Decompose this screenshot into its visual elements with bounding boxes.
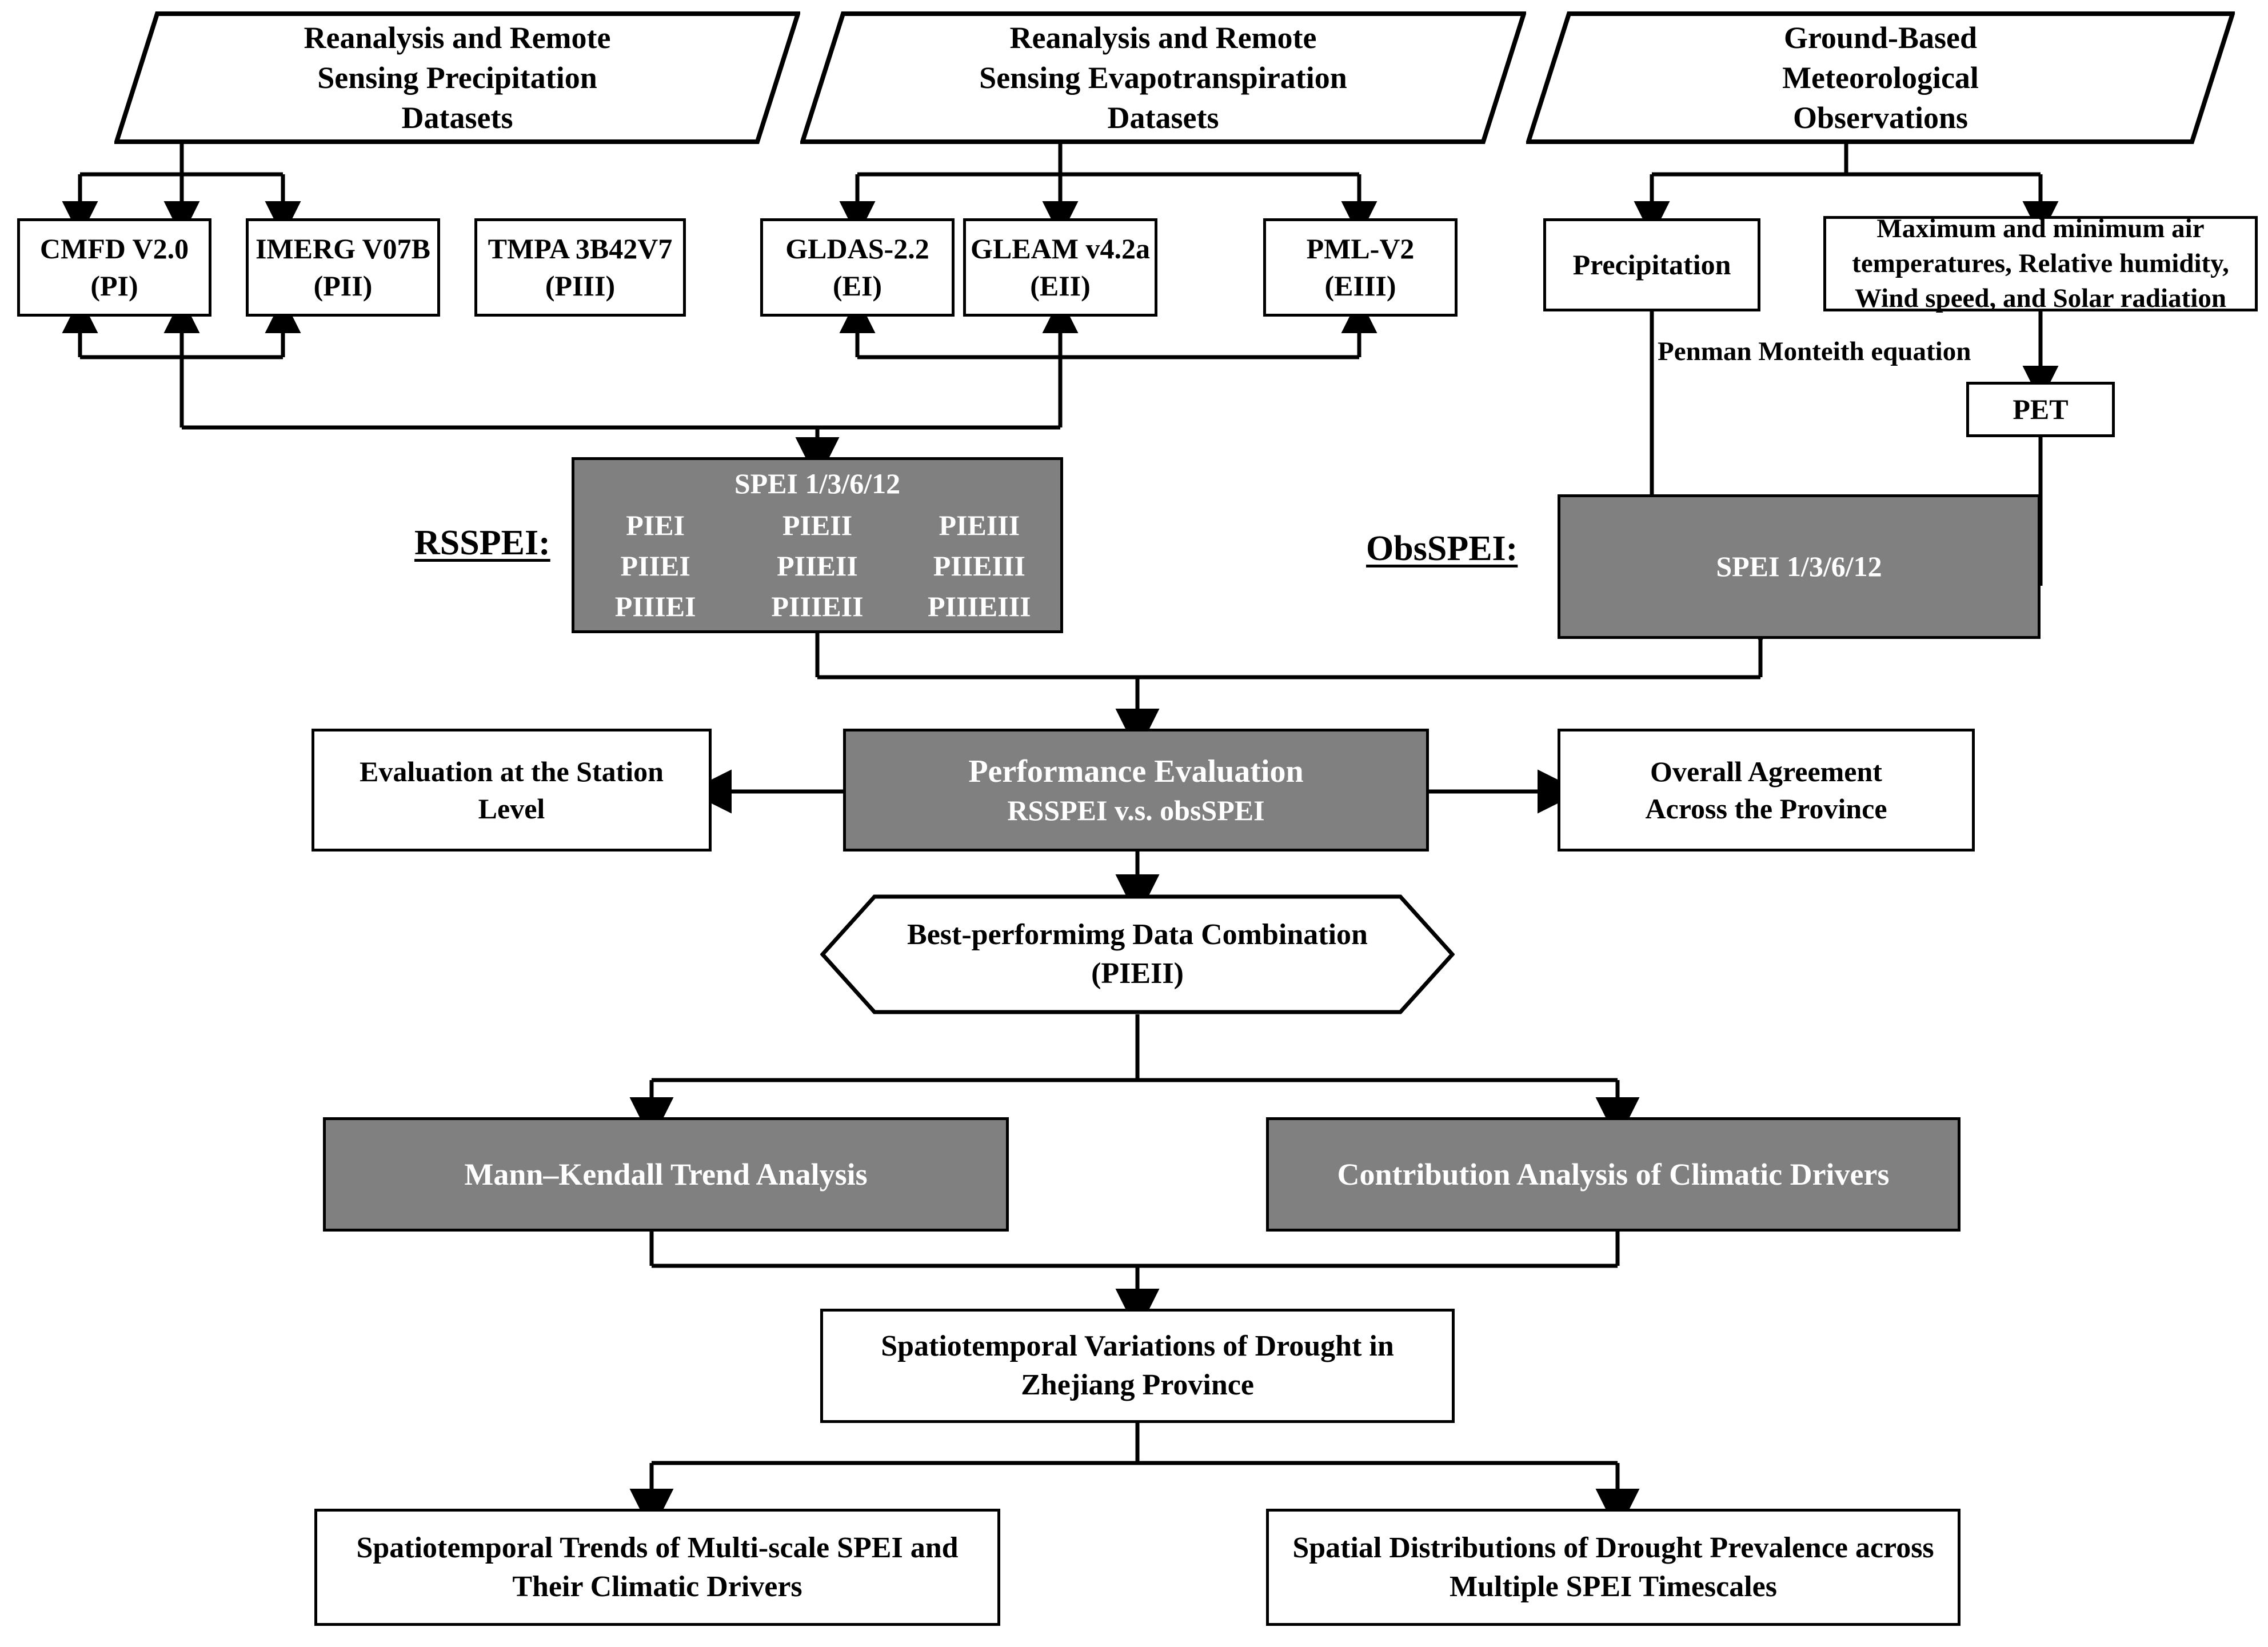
- contribution-analysis-box: Contribution Analysis of Climatic Driver…: [1266, 1117, 1960, 1232]
- product-box-cmfd: CMFD V2.0 (PI): [17, 218, 211, 317]
- mann-kendall-label: Mann–Kendall Trend Analysis: [464, 1157, 868, 1192]
- obsspei-side-label: ObsSPEI:: [1366, 529, 1518, 568]
- product-name-pml: PML-V2: [1306, 233, 1415, 265]
- rsspei-combination: PIIIEII: [771, 590, 864, 622]
- rsspei-combination: PIIEI: [620, 550, 690, 582]
- spatiotemporal-variations-box: Spatiotemporal Variations of Drought in …: [820, 1309, 1455, 1423]
- best-combination-line2: (PIEII): [1091, 957, 1184, 990]
- product-box-gldas: GLDAS-2.2 (EI): [760, 218, 955, 317]
- ground-met-variables-box: Maximum and minimum air temperatures, Re…: [1823, 214, 2258, 313]
- rsspei-side-label-wrap: RSSPEI:: [414, 523, 550, 563]
- product-name-imerg: IMERG V07B: [255, 233, 431, 265]
- evaluation-station-level-box: Evaluation at the Station Level: [312, 729, 712, 852]
- product-box-imerg: IMERG V07B (PII): [246, 218, 440, 317]
- performance-evaluation-line2: RSSPEI v.s. obsSPEI: [1007, 794, 1265, 827]
- source-precipitation-label: Reanalysis and Remote Sensing Precipitat…: [304, 20, 611, 135]
- source-ground-label: Ground-Based Meteorological Observations: [1782, 20, 1979, 135]
- product-box-tmpa: TMPA 3B42V7 (PIII): [474, 218, 686, 317]
- product-code-gldas: (EI): [832, 270, 883, 302]
- product-box-gleam: GLEAM v4.2a (EII): [963, 218, 1157, 317]
- product-code-tmpa: (PIII): [545, 270, 616, 302]
- ground-precipitation-label: Precipitation: [1572, 249, 1731, 281]
- source-evapotranspiration-label: Reanalysis and Remote Sensing Evapotrans…: [979, 20, 1347, 135]
- rsspei-combination: PIIEII: [777, 550, 858, 582]
- rsspei-combination: PIEIII: [939, 509, 1020, 541]
- ground-met-variables-label: Maximum and minimum air temperatures, Re…: [1852, 213, 2229, 314]
- obsspei-box: SPEI 1/3/6/12: [1558, 494, 2041, 639]
- rsspei-combination-grid: PIEI PIEII PIEIII PIIEI PIIEII PIIEIII P…: [574, 507, 1060, 625]
- best-combination-text: Best-performimg Data Combination (PIEII): [820, 916, 1455, 993]
- penman-monteith-label-wrap: Penman Monteith equation: [1658, 334, 2092, 369]
- source-precipitation-datasets: Reanalysis and Remote Sensing Precipitat…: [114, 11, 800, 144]
- overall-agreement-label: Overall Agreement Across the Province: [1645, 755, 1887, 825]
- evaluation-station-level-label: Evaluation at the Station Level: [359, 755, 664, 825]
- spatiotemporal-variations-label: Spatiotemporal Variations of Drought in …: [881, 1330, 1394, 1401]
- source-ground-observations: Ground-Based Meteorological Observations: [1526, 11, 2235, 144]
- product-box-pml: PML-V2 (EIII): [1263, 218, 1458, 317]
- performance-evaluation-line1: Performance Evaluation: [968, 753, 1304, 789]
- rsspei-header: SPEI 1/3/6/12: [734, 467, 901, 499]
- rsspei-side-label: RSSPEI:: [414, 523, 550, 562]
- drought-prevalence-label: Spatial Distributions of Drought Prevale…: [1292, 1531, 1934, 1603]
- product-name-gldas: GLDAS-2.2: [785, 233, 929, 265]
- spei-trends-drivers-label: Spatiotemporal Trends of Multi-scale SPE…: [356, 1531, 959, 1603]
- source-evapotranspiration-datasets: Reanalysis and Remote Sensing Evapotrans…: [800, 11, 1526, 144]
- obsspei-header: SPEI 1/3/6/12: [1716, 550, 1882, 582]
- product-name-gleam: GLEAM v4.2a: [971, 233, 1150, 265]
- rsspei-combination: PIEI: [626, 509, 685, 541]
- product-code-cmfd: (PI): [90, 270, 138, 302]
- contribution-analysis-label: Contribution Analysis of Climatic Driver…: [1337, 1157, 1890, 1192]
- pet-label: PET: [2013, 393, 2069, 425]
- product-code-imerg: (PII): [313, 270, 373, 302]
- product-name-cmfd: CMFD V2.0: [39, 233, 189, 265]
- parallelogram-shape: [1526, 11, 2235, 144]
- rsspei-combination: PIEII: [782, 509, 853, 541]
- drought-prevalence-box: Spatial Distributions of Drought Prevale…: [1266, 1509, 1960, 1626]
- spei-trends-drivers-box: Spatiotemporal Trends of Multi-scale SPE…: [314, 1509, 1000, 1626]
- rsspei-combination: PIIIEIII: [928, 590, 1031, 622]
- ground-precipitation-box: Precipitation: [1543, 218, 1760, 311]
- product-name-tmpa: TMPA 3B42V7: [488, 233, 673, 265]
- rsspei-combination: PIIIEI: [614, 590, 696, 622]
- parallelogram-shape: [114, 11, 800, 144]
- best-combination-hexagon: Best-performimg Data Combination (PIEII): [820, 894, 1455, 1014]
- performance-evaluation-box: Performance Evaluation RSSPEI v.s. obsSP…: [843, 729, 1429, 852]
- obsspei-side-label-wrap: ObsSPEI:: [1366, 529, 1518, 569]
- product-code-gleam: (EII): [1030, 270, 1091, 302]
- penman-monteith-equation-label: Penman Monteith equation: [1658, 337, 1971, 366]
- pet-box: PET: [1966, 382, 2115, 437]
- mann-kendall-box: Mann–Kendall Trend Analysis: [323, 1117, 1009, 1232]
- overall-agreement-box: Overall Agreement Across the Province: [1558, 729, 1975, 852]
- rsspei-combination: PIIEIII: [933, 550, 1025, 582]
- parallelogram-shape: [800, 11, 1526, 144]
- hexagon-shape: [820, 894, 1455, 1014]
- best-combination-line1: Best-performimg Data Combination: [907, 918, 1368, 952]
- product-code-pml: (EIII): [1324, 270, 1396, 302]
- rsspei-box: SPEI 1/3/6/12 PIEI PIEII PIEIII PIIEI PI…: [572, 457, 1063, 633]
